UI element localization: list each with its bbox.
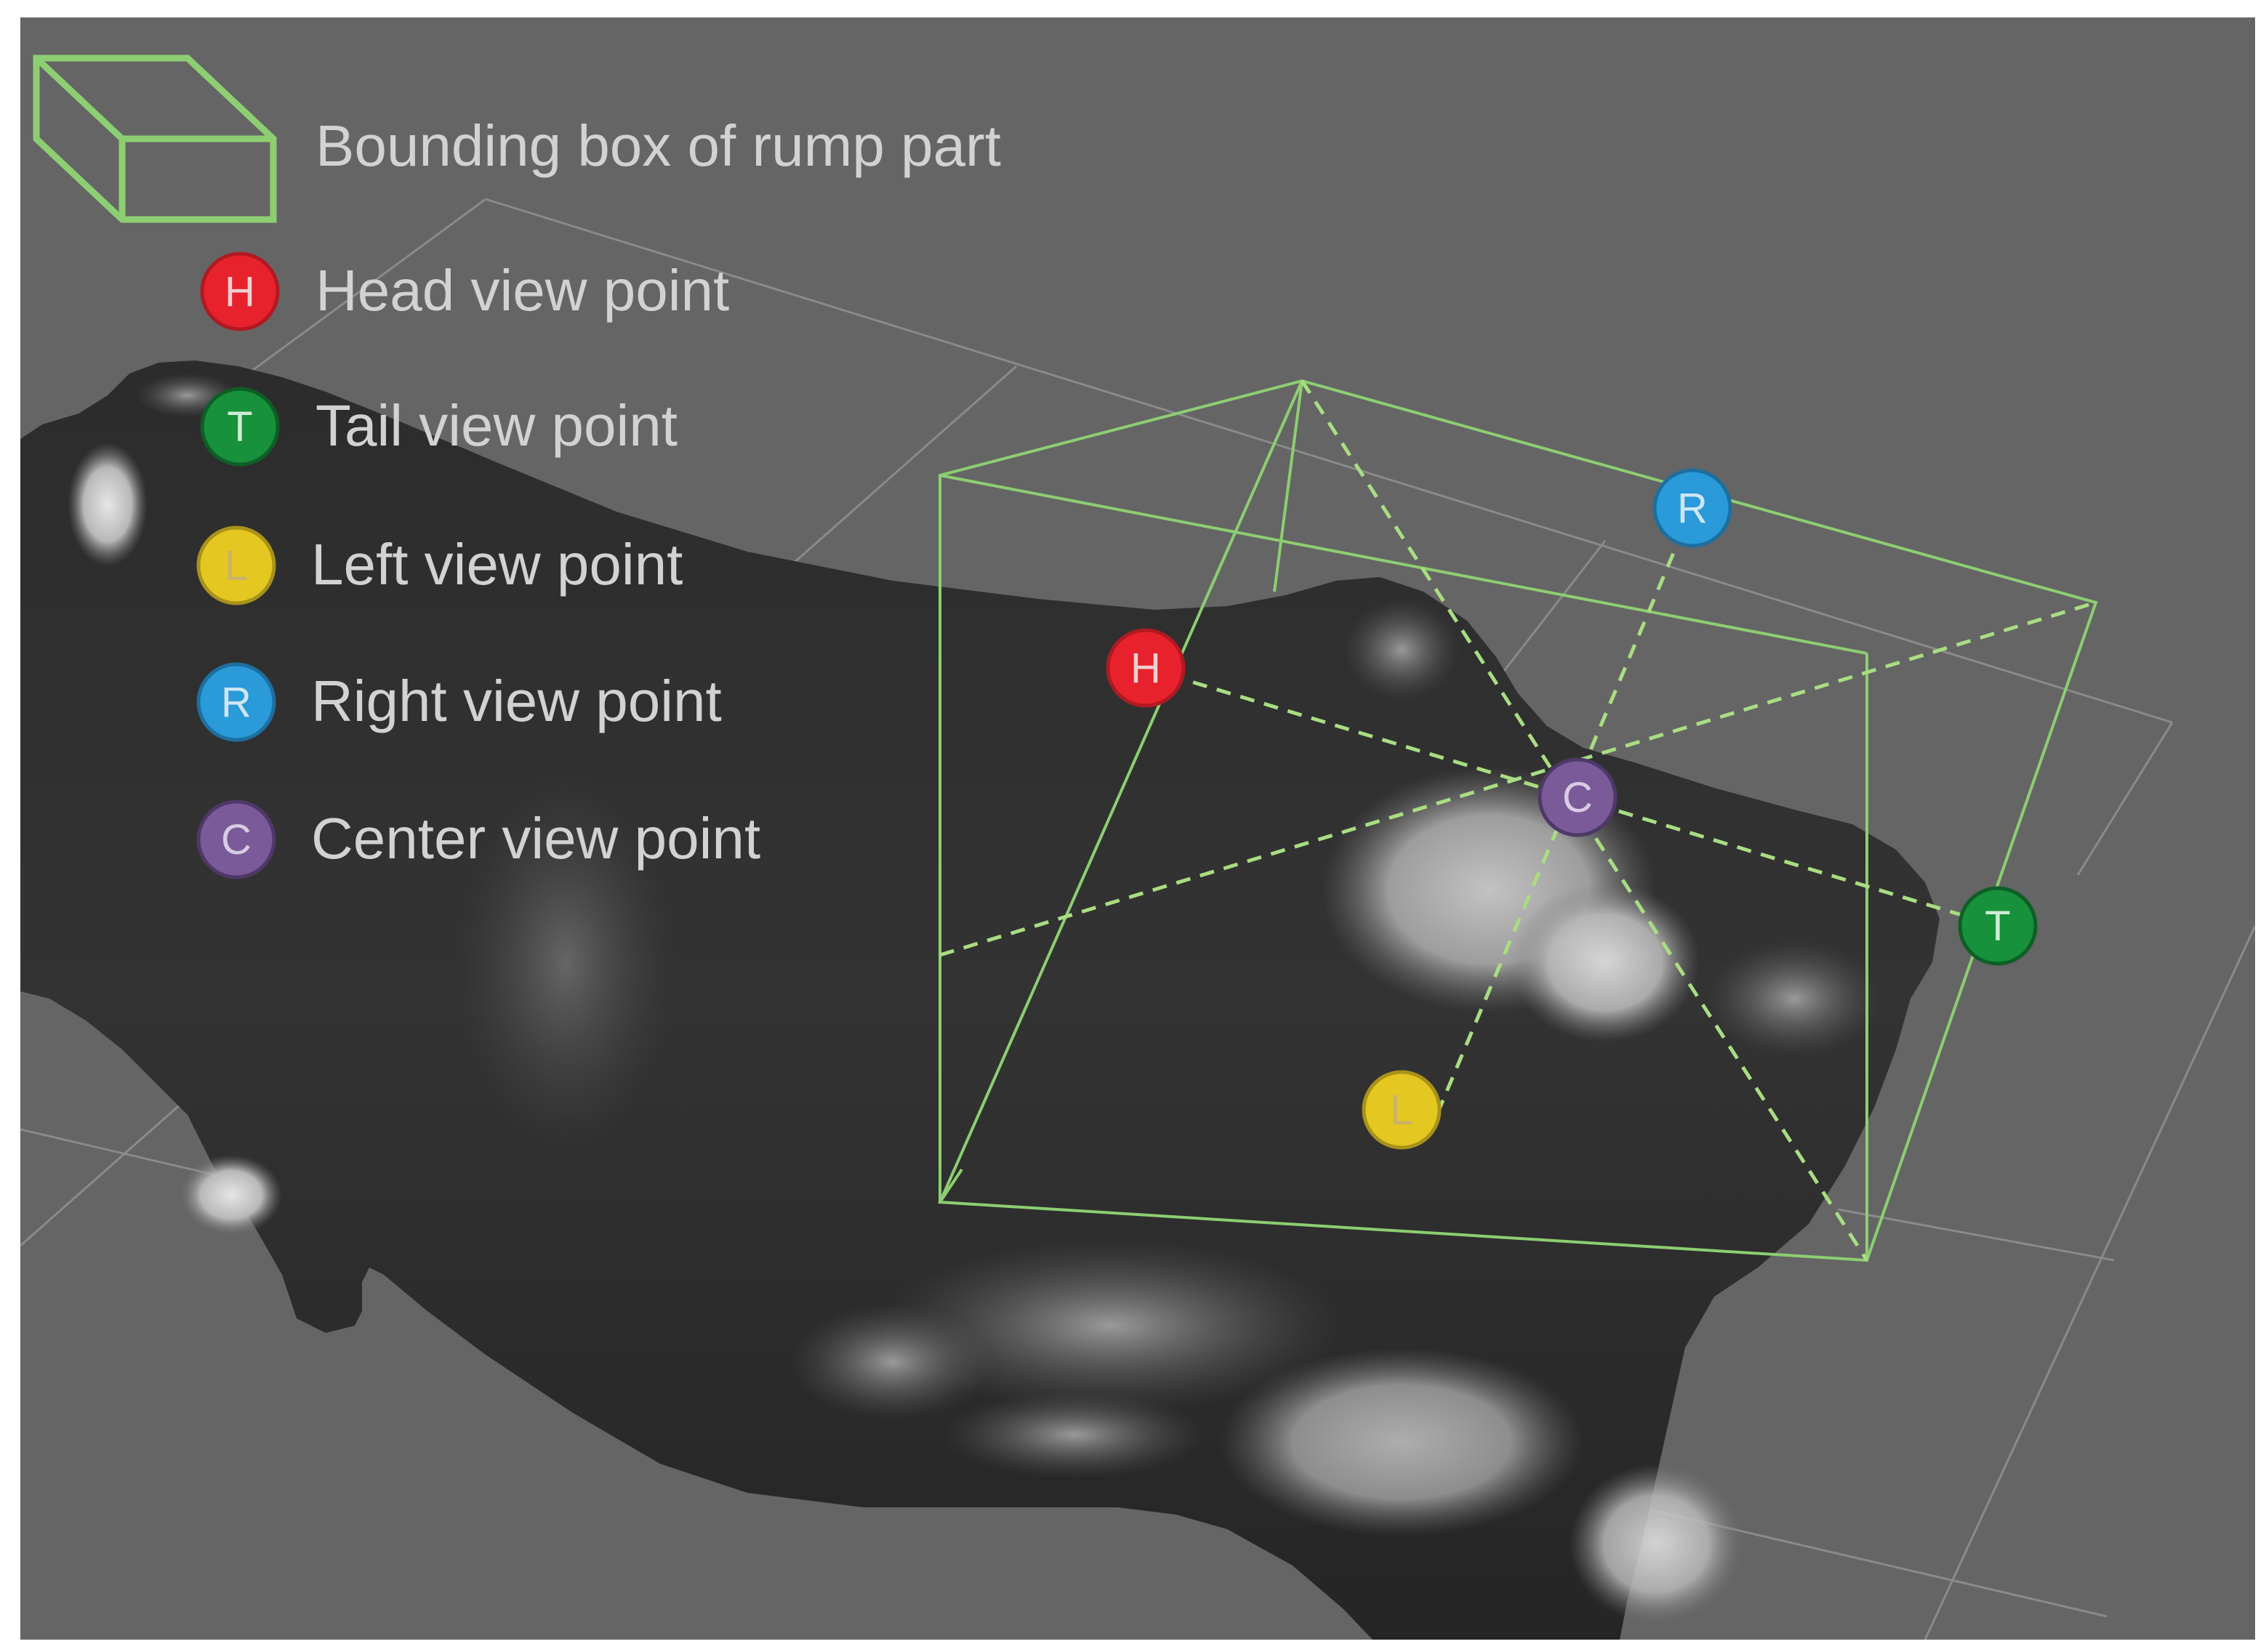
right-legend-icon: R (198, 664, 274, 740)
legend-head-label: Head view point (316, 262, 729, 320)
head-marker-letter: H (1130, 645, 1161, 692)
center-marker-letter: C (1562, 774, 1593, 821)
left-legend-icon: L (198, 528, 274, 603)
svg-text:R: R (221, 679, 252, 726)
tail-legend-icon: T (202, 389, 278, 464)
tail-view-point-marker: T (1960, 888, 2036, 964)
svg-text:L: L (225, 542, 248, 589)
legend-tail-label: Tail view point (316, 397, 678, 455)
head-view-point-marker: H (1108, 630, 1184, 706)
left-marker-letter: L (1390, 1087, 1413, 1134)
legend-center-label: Center view point (311, 810, 760, 868)
center-view-point-marker: C (1540, 759, 1615, 835)
right-view-point-marker: R (1655, 470, 1730, 546)
legend-bounding-box-label: Bounding box of rump part (316, 117, 1001, 175)
legend-left-label: Left view point (311, 536, 683, 594)
svg-text:C: C (221, 816, 252, 863)
viewport: H R C T L H T L R C Bounding (20, 17, 2255, 1640)
head-legend-icon: H (202, 254, 278, 329)
svg-text:H: H (225, 268, 255, 315)
bounding-box-legend-icon (36, 58, 273, 219)
svg-text:T: T (227, 403, 252, 451)
left-view-point-marker: L (1364, 1072, 1439, 1148)
right-marker-letter: R (1677, 485, 1708, 532)
tail-marker-letter: T (1985, 903, 2010, 950)
center-legend-icon: C (198, 802, 274, 877)
legend-right-label: Right view point (311, 672, 722, 730)
cow-body (20, 360, 1940, 1640)
